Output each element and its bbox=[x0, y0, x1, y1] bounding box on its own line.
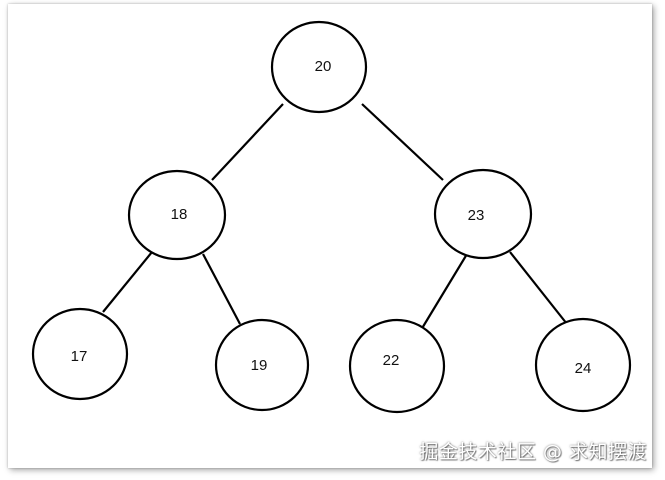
node-circle bbox=[214, 318, 310, 412]
node-label: 23 bbox=[468, 207, 485, 224]
node-circle bbox=[534, 317, 632, 413]
node-label: 18 bbox=[171, 206, 188, 223]
node-circle bbox=[433, 168, 533, 260]
edge-20-23 bbox=[361, 103, 444, 181]
node-label: 19 bbox=[251, 357, 268, 374]
tree-node-22: 22 bbox=[348, 318, 446, 414]
node-circle bbox=[31, 307, 129, 401]
node-circle bbox=[270, 20, 368, 114]
edge-23-22 bbox=[420, 253, 468, 331]
watermark-text: 掘金技术社区 @ 求知摆渡 bbox=[419, 441, 647, 463]
node-label: 20 bbox=[315, 58, 332, 75]
tree-node-17: 17 bbox=[31, 307, 129, 401]
tree-node-19: 19 bbox=[214, 318, 310, 412]
node-circle bbox=[348, 318, 446, 414]
edge-18-17 bbox=[102, 251, 153, 313]
node-label: 24 bbox=[575, 360, 592, 377]
tree-node-18: 18 bbox=[127, 169, 227, 261]
edge-20-18 bbox=[211, 103, 284, 181]
node-circle bbox=[127, 169, 227, 261]
tree-node-24: 24 bbox=[534, 317, 632, 413]
node-label: 22 bbox=[383, 352, 400, 369]
node-label: 17 bbox=[71, 348, 88, 365]
tree-node-23: 23 bbox=[433, 168, 533, 260]
edge-18-19 bbox=[202, 253, 241, 325]
edge-23-24 bbox=[509, 251, 568, 325]
tree-node-20: 20 bbox=[270, 20, 368, 114]
